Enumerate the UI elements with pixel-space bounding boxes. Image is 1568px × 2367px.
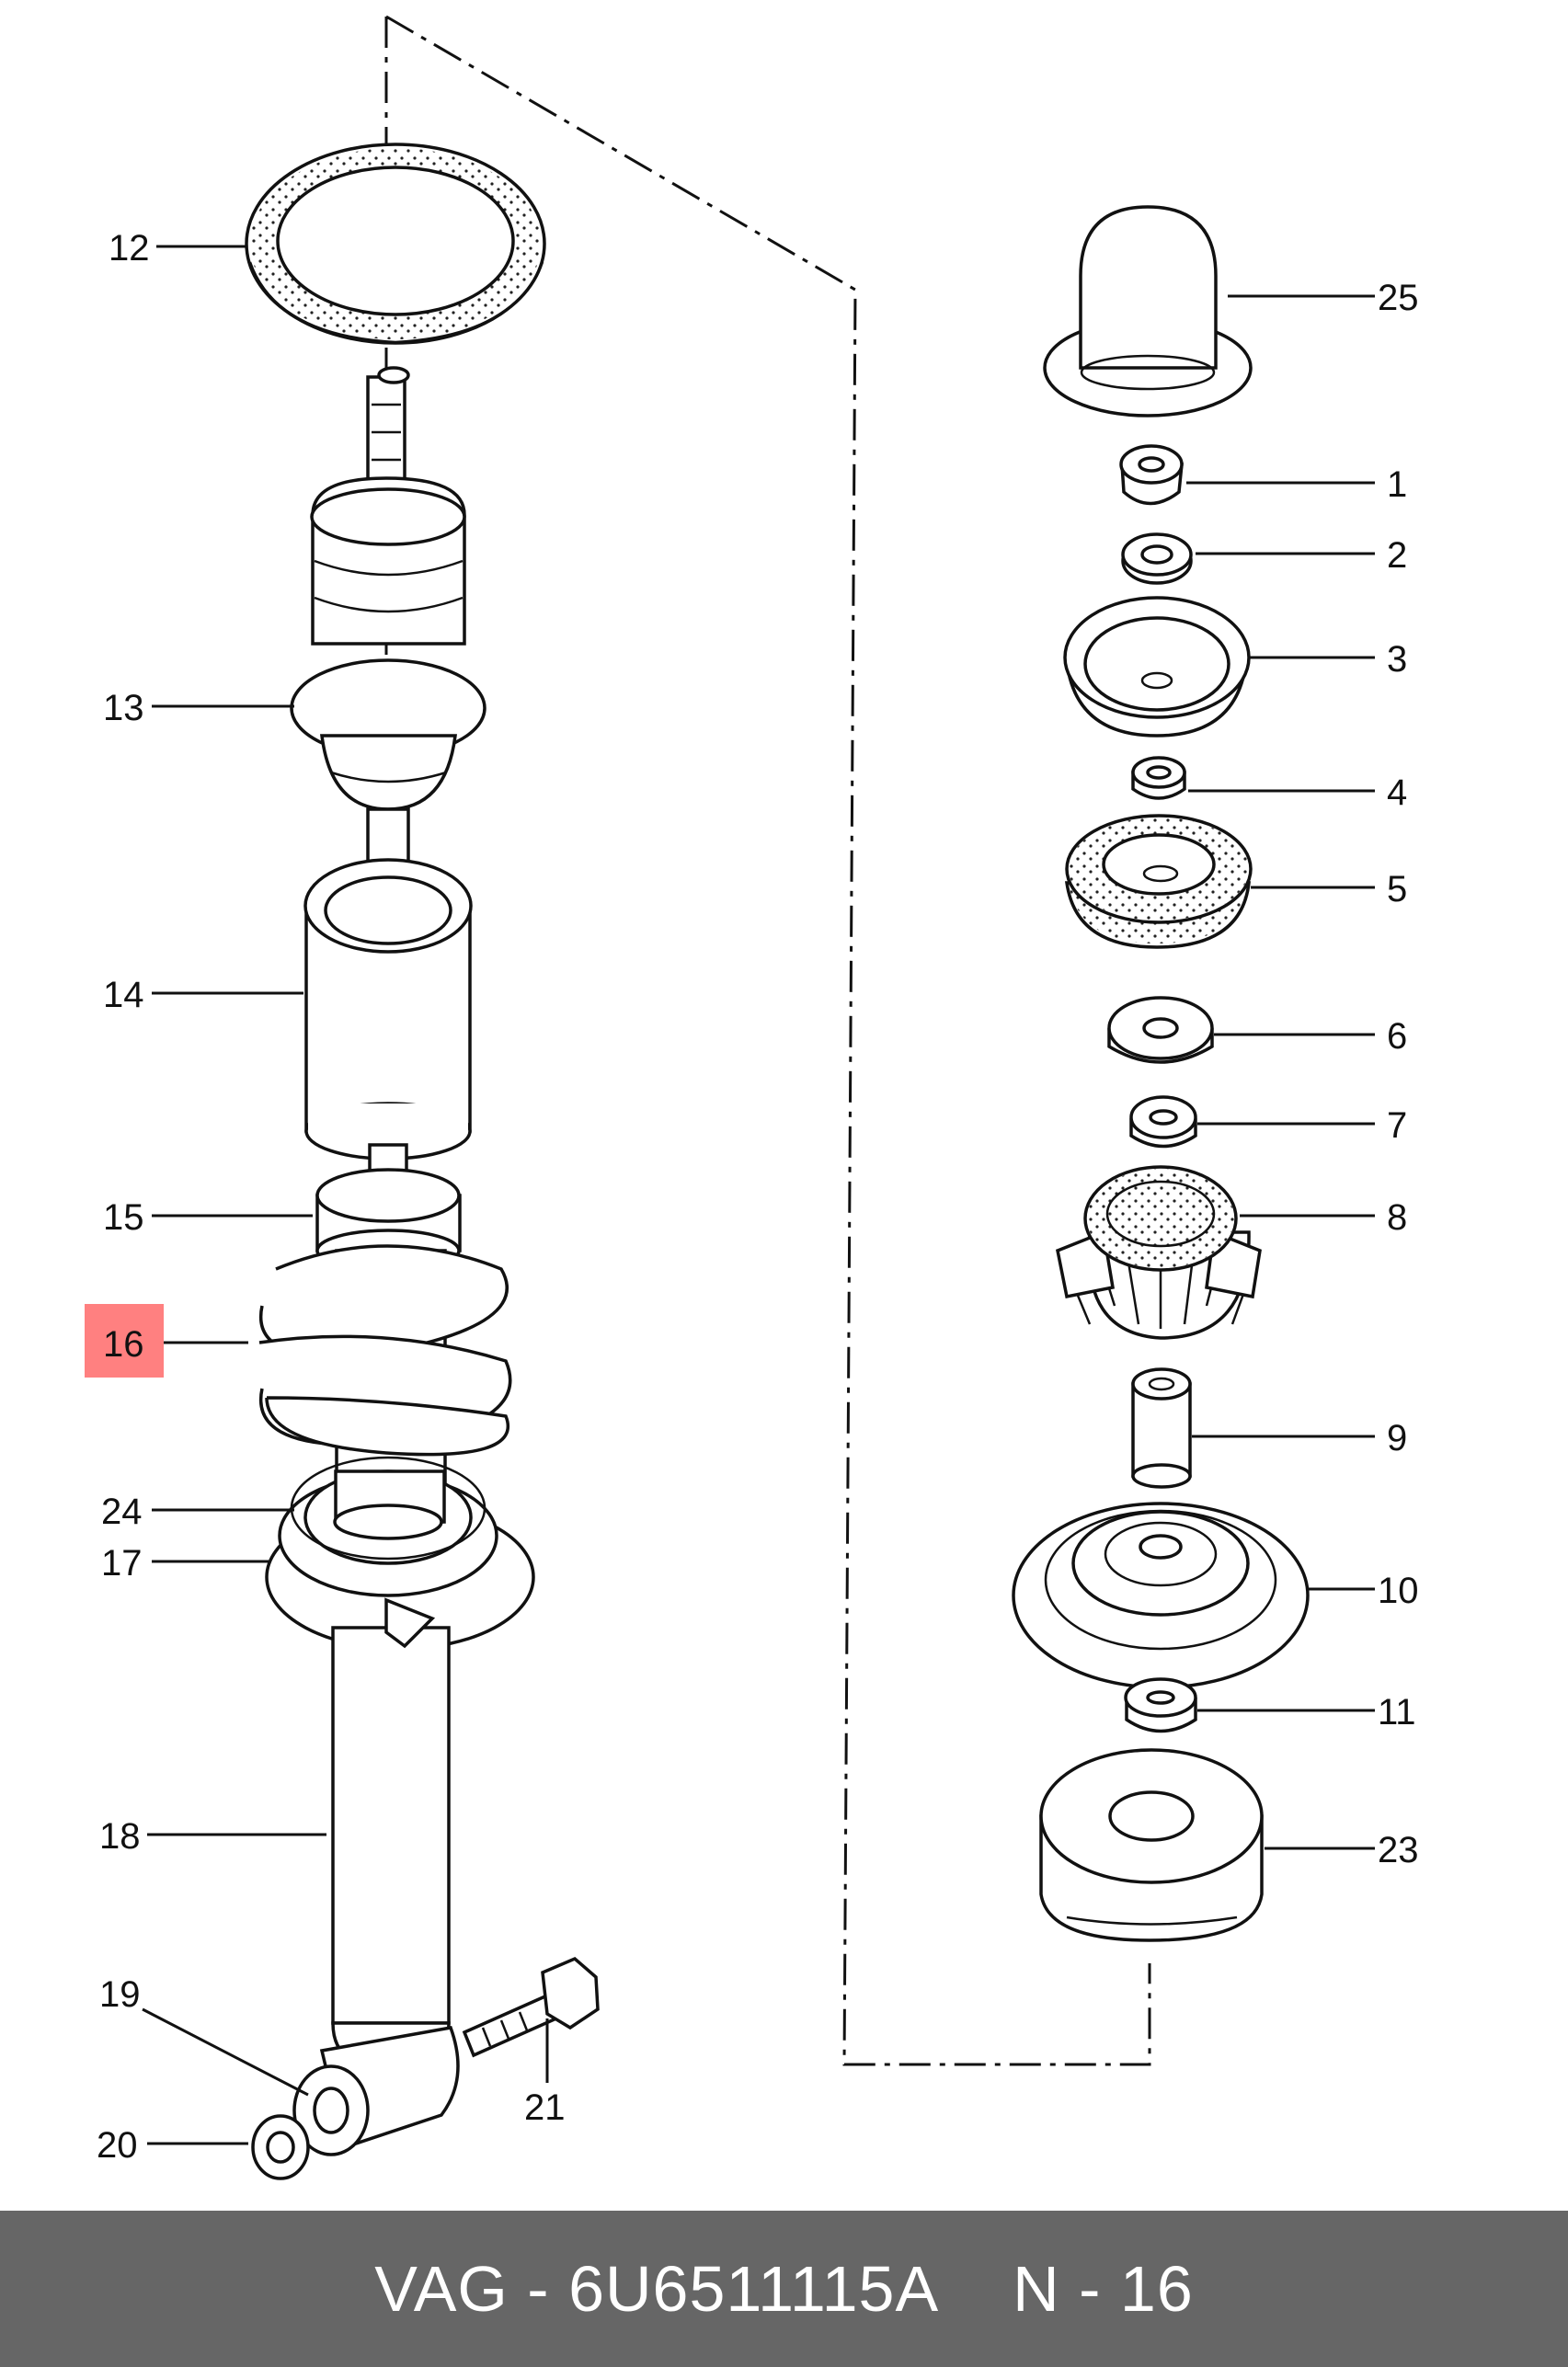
callout-18: 18 [99, 1816, 141, 1857]
part-19-bushing [292, 2026, 460, 2156]
part-12-ring [245, 143, 546, 345]
part-7-nut [1129, 1095, 1197, 1149]
callout-7: 7 [1387, 1105, 1407, 1146]
part-2-washer [1121, 532, 1193, 585]
part-3-upper-cup [1063, 596, 1251, 738]
callout-10: 10 [1378, 1571, 1419, 1611]
part-25-dust-cap [1043, 205, 1253, 417]
callout-3: 3 [1387, 639, 1407, 680]
callout-1: 1 [1387, 464, 1407, 505]
callout-labels: 12 13 14 15 16 24 17 18 19 20 21 25 1 2 … [97, 228, 1419, 2166]
part-6-thick-washer [1107, 996, 1214, 1064]
part-23-buffer [1039, 1748, 1264, 1942]
part-10-spring-plate [1012, 1502, 1310, 1689]
part-1-nut [1119, 444, 1184, 506]
part-18-shock-body [331, 1597, 451, 2071]
part-4-sleeve [1131, 756, 1186, 800]
part-9-sleeve [1131, 1367, 1192, 1489]
part-info-footer: VAG - 6U6511115A N - 16 [0, 2211, 1568, 2367]
leader-lines [142, 245, 1375, 2145]
callout-16: 16 [103, 1324, 144, 1365]
callout-17: 17 [101, 1543, 143, 1584]
part-11-washer [1124, 1677, 1197, 1733]
part-5-rubber-mount [1064, 814, 1253, 949]
callout-9: 9 [1387, 1418, 1407, 1458]
callout-6: 6 [1387, 1016, 1407, 1057]
callout-8: 8 [1387, 1197, 1407, 1238]
callout-4: 4 [1387, 772, 1407, 813]
dash-separator: - [508, 2253, 569, 2325]
callout-11: 11 [1378, 1692, 1416, 1732]
callout-14: 14 [103, 975, 144, 1015]
highlight-box [85, 1304, 164, 1378]
part-20-nut [251, 2114, 310, 2180]
callout-13: 13 [103, 688, 144, 728]
callout-21: 21 [524, 2087, 566, 2128]
assembly-guide-line [384, 15, 1151, 2066]
brand-label: VAG [374, 2253, 509, 2325]
exploded-parts-diagram: 12 13 14 15 16 24 17 18 19 20 21 25 1 2 … [85, 15, 1419, 2180]
callout-2: 2 [1387, 535, 1407, 576]
part-8-ribbed-stop [1055, 1165, 1262, 1340]
callout-12: 12 [109, 228, 150, 269]
part-17-spring-seat [265, 1469, 535, 1651]
callout-15: 15 [103, 1197, 144, 1238]
part-24-spring-pad [290, 1456, 486, 1561]
part-13-bump-stop [290, 476, 486, 875]
position-label: N - 16 [1013, 2253, 1194, 2325]
callout-5: 5 [1387, 869, 1407, 909]
callout-25: 25 [1378, 278, 1419, 318]
part-number: 6U6511115A [568, 2253, 940, 2325]
callout-19: 19 [99, 1974, 141, 2015]
part-14-dust-tube [303, 858, 473, 1211]
callout-24: 24 [101, 1492, 143, 1532]
callout-23: 23 [1378, 1830, 1419, 1870]
callout-20: 20 [97, 2125, 138, 2166]
part-21-bolt [462, 1956, 600, 2058]
